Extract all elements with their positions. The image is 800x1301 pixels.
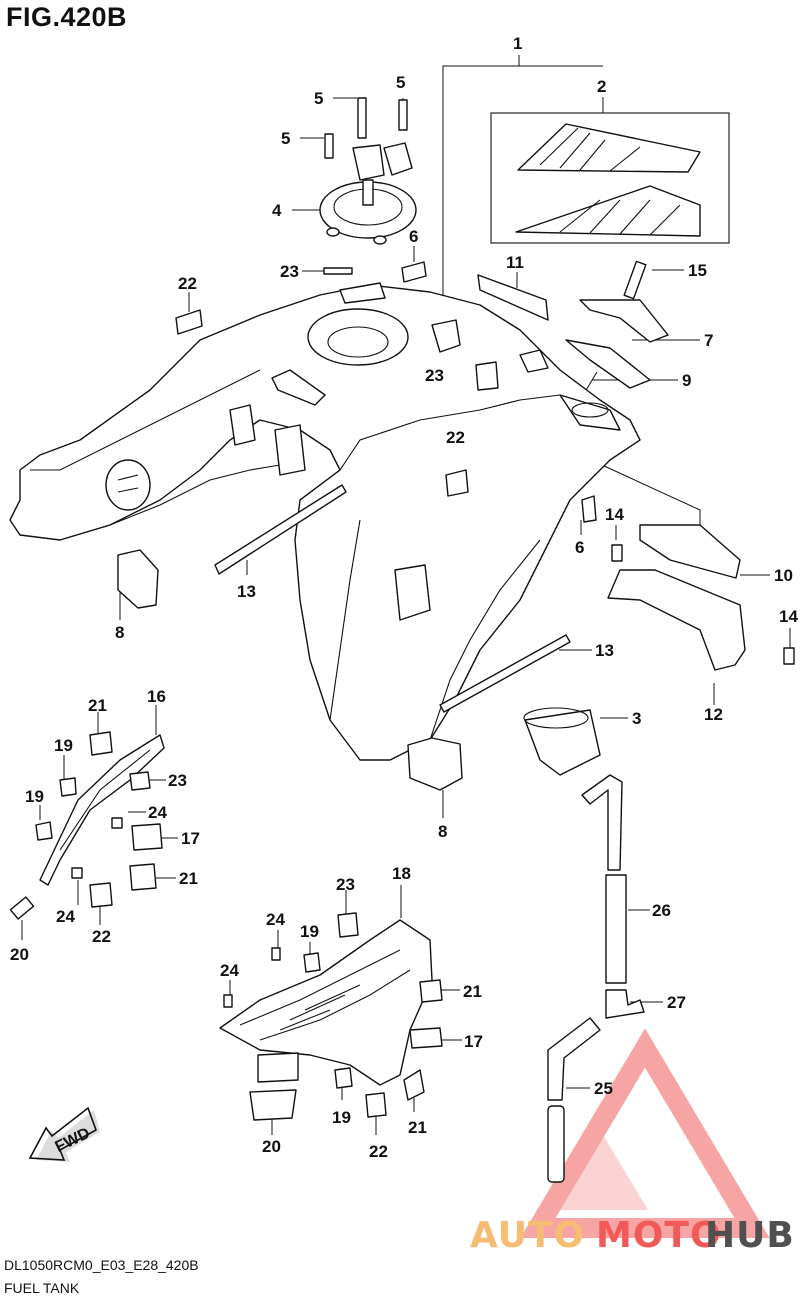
callout-13: 13 [595,641,614,660]
callout-21: 21 [408,1118,427,1137]
callout-15: 15 [688,261,707,280]
small-parts [117,260,795,1183]
callout-19: 19 [332,1108,351,1127]
callout-11: 11 [506,253,524,272]
callout-8: 8 [115,623,124,642]
callout-23: 23 [336,875,355,894]
callout-14: 14 [605,505,624,524]
callout-22: 22 [369,1142,388,1161]
callout-9: 9 [682,371,691,390]
callout-7: 7 [704,331,713,350]
callout-24: 24 [220,961,239,980]
callout-19: 19 [54,736,73,755]
bracket-assembly-left [9,731,165,920]
callout-10: 10 [774,566,793,585]
callout-24: 24 [148,803,167,822]
callout-6: 6 [409,227,418,246]
figure-description: FUEL TANK [4,1280,80,1296]
callout-23: 23 [168,771,187,790]
under-cover-18 [219,912,443,1121]
callout-13: 13 [237,582,256,601]
watermark-hub: HUB [705,1215,795,1256]
callout-4: 4 [272,201,282,220]
callout-20: 20 [10,945,29,964]
callout-5: 5 [314,89,323,108]
callout-21: 21 [463,982,482,1001]
callout-27: 27 [667,993,686,1012]
leader-lines [21,55,791,1135]
callout-26: 26 [652,901,671,920]
fuel-tank-body [9,282,641,761]
part-number-labels: 1 2 3 4 5 5 5 6 6 7 8 8 9 10 11 12 13 13… [10,34,798,1161]
decal-set-box [490,112,730,244]
callout-5: 5 [396,73,405,92]
callout-19: 19 [25,787,44,806]
callout-24: 24 [266,910,285,929]
callout-5: 5 [281,129,290,148]
watermark-moto: MOTO [596,1215,722,1256]
callout-12: 12 [704,705,723,724]
callout-14: 14 [779,607,798,626]
callout-19: 19 [300,922,319,941]
fwd-direction-arrow: FWD [28,1106,100,1162]
callout-25: 25 [594,1079,613,1098]
watermark-auto: AUTO [470,1215,586,1256]
callout-20: 20 [262,1137,281,1156]
callout-18: 18 [392,864,411,883]
callout-23: 23 [425,366,444,385]
callout-21: 21 [88,696,107,715]
callout-16: 16 [147,687,166,706]
callout-23: 23 [280,262,299,281]
figure-title: FIG.420B [6,2,128,32]
callout-17: 17 [464,1032,483,1051]
model-code: DL1050RCM0_E03_E28_420B [4,1257,199,1273]
callout-22: 22 [92,927,111,946]
callout-6: 6 [575,538,584,557]
callout-21: 21 [179,869,198,888]
callout-22: 22 [446,428,465,447]
callout-2: 2 [597,77,606,96]
callout-17: 17 [181,829,200,848]
callout-1: 1 [513,34,522,53]
callout-3: 3 [632,709,641,728]
callout-24: 24 [56,907,75,926]
fuel-cap-assembly [319,97,417,245]
callout-8: 8 [438,822,447,841]
callout-22: 22 [178,274,197,293]
watermark-logo-triangle [520,1028,770,1238]
